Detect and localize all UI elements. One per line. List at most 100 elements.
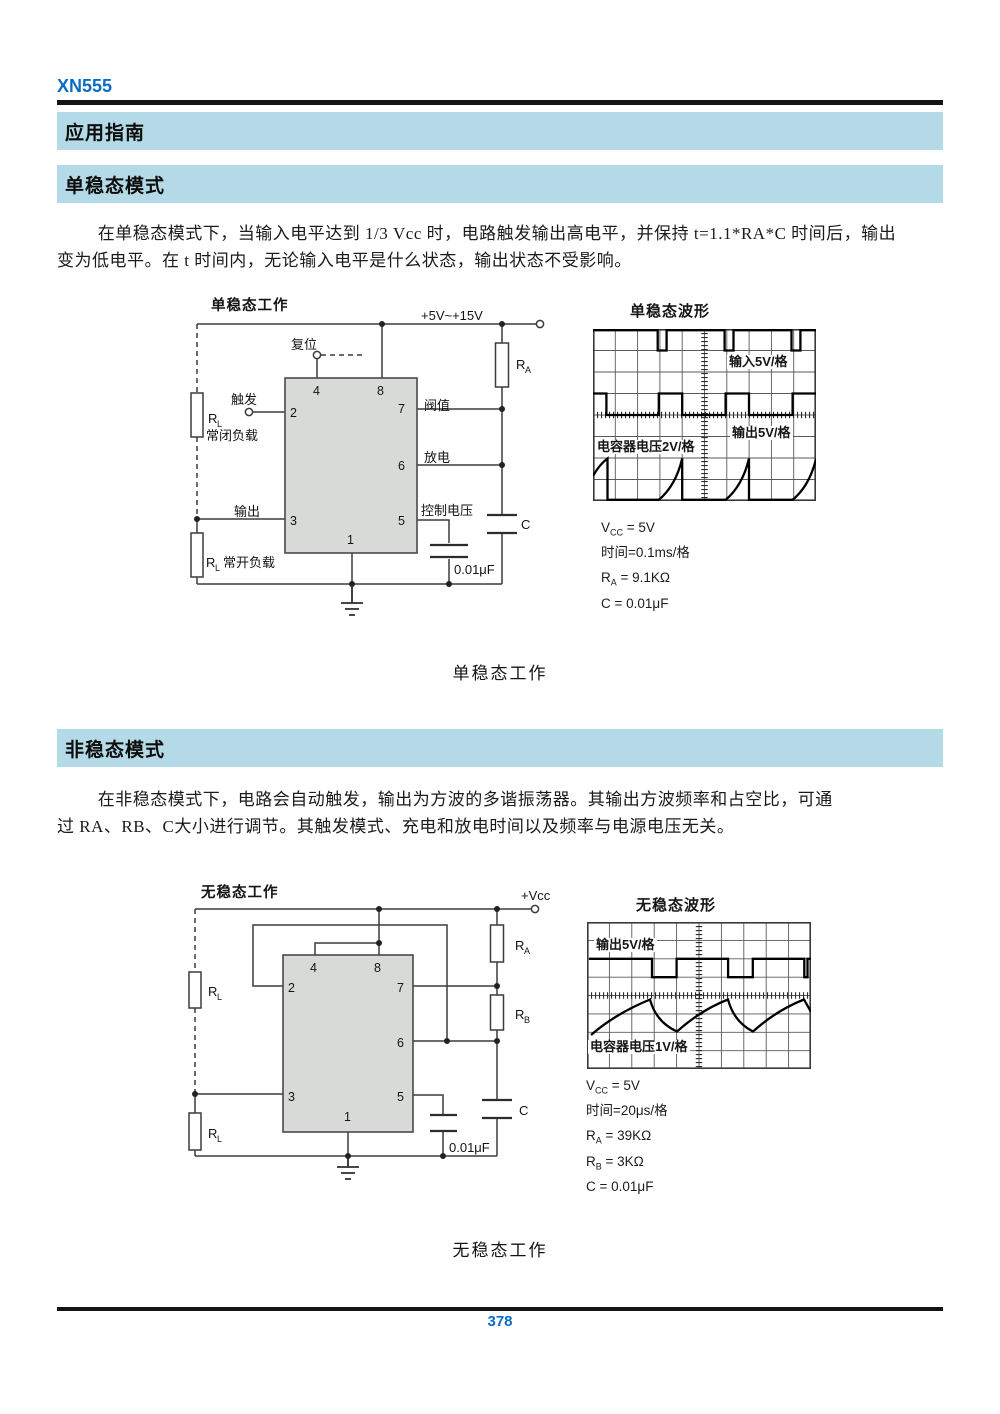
monostable-conditions: VCC = 5V 时间=0.1ms/格 RA = 9.1KΩ C = 0.01μ… (601, 518, 690, 619)
rl2-subscript: L (215, 563, 220, 573)
ra-label: R (516, 357, 525, 372)
capacitor-trace (593, 456, 816, 501)
page-number: 378 (487, 1313, 513, 1330)
svg-text:3: 3 (288, 1090, 295, 1104)
resistor-rl-open (190, 532, 204, 578)
dashed-wire (196, 324, 366, 519)
rl-subscript: L (217, 419, 222, 429)
condition-line: RA = 39KΩ (586, 1128, 652, 1147)
discharge-label: 放电 (424, 450, 450, 465)
section-heading-label: 非稳态模式 (65, 739, 166, 761)
capacitor-scale-label: 电容器电压1V/格 (588, 1039, 690, 1054)
rl2-label: R (206, 555, 215, 570)
svg-text:7: 7 (398, 402, 405, 416)
monostable-circuit-diagram: 单稳态工作 +5V~+15V 复位 触发 R L 常闭负载 输出 R L 常开负… (190, 296, 545, 616)
condition-line: 时间=20μs/格 (586, 1103, 668, 1119)
supply-terminal (530, 904, 540, 914)
cap-c-label: C (519, 1103, 528, 1118)
svg-text:4: 4 (310, 961, 317, 975)
resistor-rb (489, 994, 505, 1031)
resistor-rl-top (188, 971, 202, 1009)
rl-top-label: R (208, 984, 217, 999)
section-heading-astable-mode: 非稳态模式 (57, 729, 943, 767)
svg-text:8: 8 (377, 384, 384, 398)
wire (194, 908, 531, 1157)
svg-text:5: 5 (397, 1090, 404, 1104)
svg-text:2: 2 (288, 981, 295, 995)
condition-line: 时间=0.1ms/格 (601, 545, 690, 561)
output-scale-label: 输出5V/格 (594, 937, 657, 952)
open-load-label: 常开负载 (223, 555, 275, 570)
condition-line: C = 0.01μF (601, 595, 669, 611)
monostable-scope-grid (593, 329, 816, 501)
svg-text:3: 3 (290, 514, 297, 528)
svg-text:4: 4 (313, 384, 320, 398)
pin-numbers: 4 8 2 7 6 3 5 1 (288, 961, 404, 1124)
rl-bottom-label: R (208, 1126, 217, 1141)
condition-line: C = 0.01μF (586, 1178, 654, 1194)
section-heading-label: 应用指南 (65, 122, 146, 144)
astable-paragraph: 在非稳态模式下，电路会自动触发，输出为方波的多谐振荡器。其输出方波频率和占空比，… (57, 786, 945, 840)
threshold-label: 阀值 (424, 398, 450, 413)
trigger-terminal (244, 407, 254, 417)
input-scale-label: 输入5V/格 (727, 354, 790, 369)
ra-subscript: A (524, 946, 530, 956)
monostable-scope-title: 单稳态波形 (630, 303, 711, 320)
resistor-ra (489, 924, 505, 963)
junction-dots (194, 321, 505, 587)
resistor-ra (494, 342, 510, 388)
doc-code: XN555 (57, 76, 113, 96)
capacitor-c (487, 513, 517, 535)
cap-c-label: C (521, 517, 530, 532)
rl-label: R (208, 411, 217, 426)
svg-text:7: 7 (397, 981, 404, 995)
svg-text:5: 5 (398, 514, 405, 528)
paragraph-line: 变为低电平。在 t 时间内，无论输入电平是什么状态，输出状态不受影响。 (57, 251, 632, 270)
condition-line: RB = 3KΩ (586, 1153, 644, 1172)
capacitor-001uf (430, 1113, 457, 1133)
astable-conditions: VCC = 5V 时间=20μs/格 RA = 39KΩ RB = 3KΩ C … (586, 1076, 668, 1202)
svg-text:2: 2 (290, 406, 297, 420)
monostable-paragraph: 在单稳态模式下，当输入电平达到 1/3 Vcc 时，电路触发输出高电平，并保持 … (57, 220, 945, 274)
capacitor-trace (590, 997, 811, 1036)
supply-label: +Vcc (521, 888, 551, 903)
output-trace (589, 957, 811, 979)
monostable-figure-caption: 单稳态工作 (452, 664, 548, 683)
input-trace (593, 329, 816, 352)
timer-ic-body (282, 954, 414, 1133)
circuit-title: 无稳态工作 (201, 883, 279, 901)
ra-subscript: A (525, 365, 531, 375)
output-label: 输出 (234, 504, 260, 519)
ra-label: R (515, 938, 524, 953)
supply-terminal (535, 319, 545, 329)
ground-symbol (337, 1156, 359, 1180)
control-voltage-label: 控制电压 (421, 503, 473, 518)
cap-value-label: 0.01μF (454, 562, 495, 577)
rl-bottom-subscript: L (217, 1134, 222, 1144)
svg-text:8: 8 (374, 961, 381, 975)
svg-text:6: 6 (398, 459, 405, 473)
section-heading-monostable-mode: 单稳态模式 (57, 165, 943, 203)
rl-top-subscript: L (217, 992, 222, 1002)
svg-text:6: 6 (397, 1036, 404, 1050)
pin-numbers: 4 8 2 7 6 3 5 1 (290, 384, 405, 547)
svg-text:1: 1 (347, 533, 354, 547)
condition-line: VCC = 5V (601, 520, 655, 538)
section-heading-application-guide: 应用指南 (57, 112, 943, 150)
rb-subscript: B (524, 1015, 530, 1025)
condition-line: VCC = 5V (586, 1078, 640, 1096)
resistor-rl-closed (190, 392, 204, 438)
resistor-rl-bottom (188, 1112, 202, 1151)
output-scale-label: 输出5V/格 (730, 425, 793, 440)
astable-scope-title: 无稳态波形 (636, 897, 717, 914)
closed-load-label: 常闭负载 (206, 428, 258, 443)
svg-text:1: 1 (344, 1110, 351, 1124)
astable-figure-caption: 无稳态工作 (452, 1241, 548, 1260)
astable-circuit-diagram: 无稳态工作 +Vcc R L R L R A R B C 0.01μF 4 8 … (188, 883, 551, 1180)
capacitor-001uf (430, 543, 468, 559)
paragraph-line: 过 RA、RB、C大小进行调节。其触发模式、充电和放电时间以及频率与电源电压无关… (57, 817, 735, 836)
rb-label: R (515, 1007, 524, 1022)
capacitor-scale-label: 电容器电压2V/格 (595, 439, 697, 454)
header-rule (57, 100, 943, 105)
